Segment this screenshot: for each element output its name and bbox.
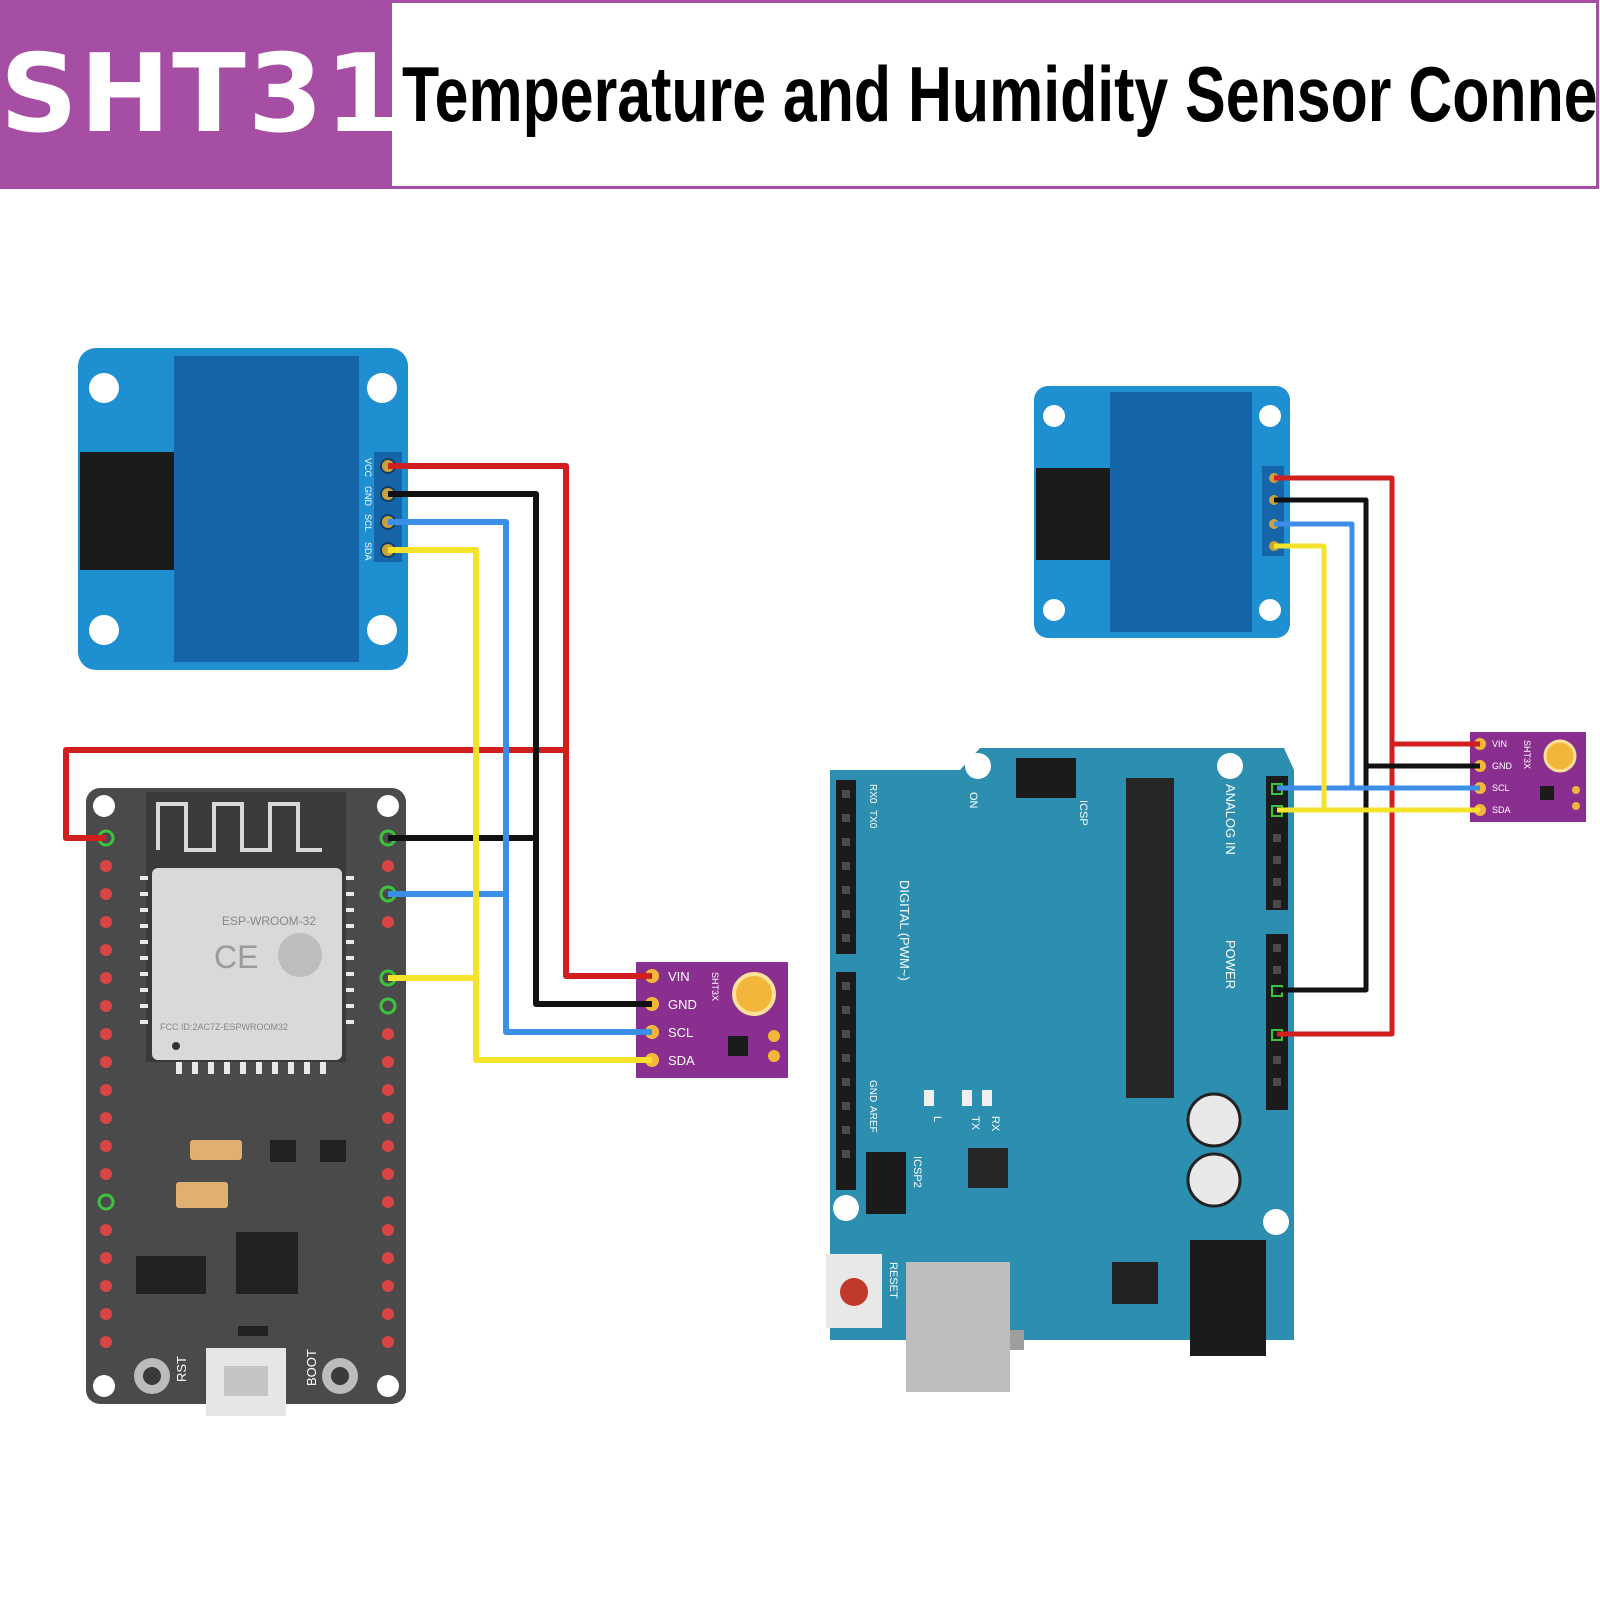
arduino-rx-label: RX <box>989 1116 1001 1132</box>
left-sensor-name: SHT3X <box>710 972 720 1001</box>
arduino-digital-label: DIGITAL (PWM~) <box>897 880 912 981</box>
arduino-l-label: L <box>931 1116 943 1122</box>
right-sensor-pin-gnd: GND <box>1492 761 1513 771</box>
arduino-reset-label: RESET <box>887 1262 899 1299</box>
arduino-gnd-label: GND <box>867 1080 878 1102</box>
right-sensor-pin-vin: VIN <box>1492 739 1507 749</box>
arduino-aref-label: AREF <box>867 1106 878 1133</box>
left-wires <box>63 463 652 1063</box>
left-sensor-pin-gnd: GND <box>668 997 697 1012</box>
left-sensor-pin-vin: VIN <box>668 969 690 984</box>
arduino-icsp-label: ICSP <box>1077 800 1089 826</box>
arduino-uno-board: DIGITAL (PWM~) ANALOG IN POWER ICSP ICSP… <box>826 748 1294 1392</box>
arduino-tx-label: TX <box>969 1116 981 1131</box>
esp32-fcc-id: FCC ID:2AC7Z-ESPWROOM32 <box>160 1022 288 1032</box>
oled-pin-scl: SCL <box>363 514 373 532</box>
left-sensor-pin-sda: SDA <box>668 1053 695 1068</box>
arduino-rx0-label: RX0 <box>867 784 878 804</box>
esp32-module-name: ESP-WROOM-32 <box>222 914 316 928</box>
arduino-on-label: ON <box>967 792 979 809</box>
header: SHT31 Temperature and Humidity Sensor Co… <box>0 0 1600 189</box>
right-sensor-pin-scl: SCL <box>1492 783 1510 793</box>
right-sensor-name: SHT3X <box>1522 740 1532 769</box>
left-sensor-pin-scl: SCL <box>668 1025 693 1040</box>
oled-pin-sda: SDA <box>363 542 373 561</box>
arduino-icsp2-label: ICSP2 <box>911 1156 923 1188</box>
rst-button-label: RST <box>174 1356 189 1382</box>
arduino-tx0-label: TX0 <box>867 810 878 829</box>
boot-button-label: BOOT <box>304 1349 319 1386</box>
oled-display-right <box>1034 386 1290 638</box>
right-wires <box>1274 475 1480 1037</box>
title-box: Temperature and Humidity Sensor Connect <box>392 0 1600 189</box>
sensor-badge: SHT31 <box>0 0 403 189</box>
badge-text: SHT31 <box>0 32 403 157</box>
sht31-sensor-right: VIN GND SCL SDA SHT3X <box>1470 732 1586 822</box>
esp32-board: ESP-WROOM-32 CE FCC ID:2AC7Z-ESPWROOM32 … <box>86 788 406 1416</box>
oled-pin-vcc: VCC <box>363 458 373 478</box>
right-sensor-pin-sda: SDA <box>1492 805 1511 815</box>
oled-pin-gnd: GND <box>363 486 373 507</box>
oled-display-left: VCC GND SCL SDA <box>78 348 408 670</box>
svg-text:CE: CE <box>214 939 258 975</box>
arduino-analog-label: ANALOG IN <box>1223 784 1238 855</box>
arduino-power-label: POWER <box>1223 940 1238 989</box>
sht31-sensor-left: VIN GND SCL SDA SHT3X <box>636 962 788 1078</box>
